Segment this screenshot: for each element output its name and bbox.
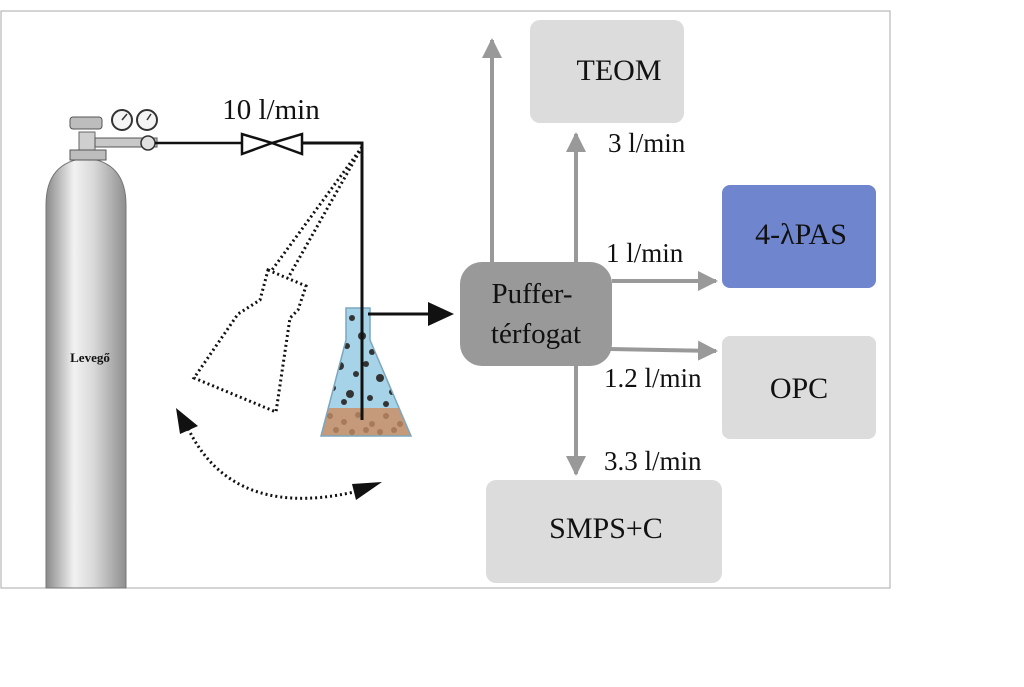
opc-flow-label: 1.2 l/min [604, 363, 702, 393]
buffer-volume: Puffer- térfogat [460, 262, 612, 366]
smps-flow-label: 3.3 l/min [604, 446, 702, 476]
pas-flow-label: 1 l/min [606, 238, 684, 268]
pas-label: 4-λPAS [755, 218, 847, 251]
teom-label: TEOM [577, 54, 662, 87]
rotation-arrow [176, 408, 382, 500]
opc-label: OPC [770, 372, 828, 405]
opc-arrow [609, 340, 718, 361]
smps-label: SMPS+C [549, 512, 663, 545]
diagram-frame [0, 10, 891, 589]
cylinder-label: Levegő [70, 350, 110, 365]
buffer-label-line2: térfogat [491, 318, 581, 350]
tilted-flask-outline [191, 146, 364, 415]
instrument-pas: 4-λPAS [722, 185, 876, 288]
flask-to-buffer-arrow [368, 302, 454, 326]
instrument-teom: TEOM [530, 20, 684, 123]
flow-arrows [482, 38, 718, 476]
instrument-smps: SMPS+C [486, 480, 722, 583]
teom-flow-label: 3 l/min [608, 128, 686, 158]
buffer-label-line1: Puffer- [491, 278, 572, 310]
gas-cylinder: Levegő [45, 109, 158, 589]
instrument-opc: OPC [722, 336, 876, 439]
main-flow-label: 10 l/min [222, 94, 320, 126]
